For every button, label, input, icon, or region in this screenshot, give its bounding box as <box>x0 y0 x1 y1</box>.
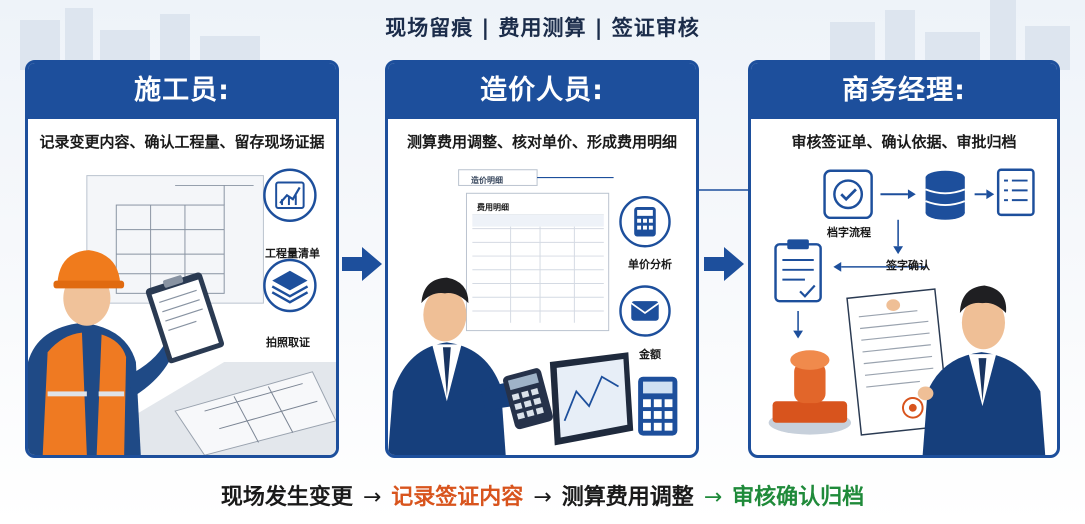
worker-figure <box>28 250 179 455</box>
layers-icon <box>263 258 317 313</box>
flow-arrow: → <box>362 485 382 510</box>
arrow-right-icon <box>342 247 382 281</box>
panel-business-manager: 商务经理: 审核签证单、确认依据、审批归档 <box>748 60 1060 458</box>
label-signature-confirm: 签字确认 <box>886 259 930 272</box>
cost-sheet <box>458 169 614 332</box>
label-amount: 金额 <box>639 348 661 361</box>
arrow-right-icon <box>704 247 744 281</box>
list-document-icon <box>996 168 1035 217</box>
panel-cost-estimator: 造价人员: 测算费用调整、核对单价、形成费用明细 <box>385 60 699 458</box>
label-quantity-list: 工程量清单 <box>265 247 320 260</box>
stamp-icon <box>768 350 852 435</box>
flow-step-4: 审核确认归档 <box>732 485 865 510</box>
calculator-icon <box>638 376 678 436</box>
panel-title: 施工员: <box>28 63 336 119</box>
sheet-title: 费用明细 <box>477 203 509 212</box>
wallet-icon <box>619 285 671 337</box>
panel-title: 商务经理: <box>751 63 1057 119</box>
estimator-figure <box>388 277 526 455</box>
manager-figure <box>886 285 1046 455</box>
panel-description: 记录变更内容、确认工程量、留存现场证据 <box>39 133 325 151</box>
constructor-illustration <box>28 168 336 455</box>
tablet-device <box>549 352 634 446</box>
manager-illustration <box>768 168 1046 455</box>
flow-arrow: → <box>533 485 552 510</box>
calculator-device <box>503 368 553 430</box>
chart-document-icon <box>263 168 317 222</box>
check-circle-icon <box>823 169 873 220</box>
flow-step-1: 现场发生变更 <box>220 485 353 510</box>
label-photo-evidence: 拍照取证 <box>266 336 310 349</box>
panel-title: 造价人员: <box>388 63 696 119</box>
sheet-header: 造价明细 <box>471 176 503 185</box>
clipboard-icon <box>145 272 225 364</box>
panel-constructor: 施工员: 记录变更内容、确认工程量、留存现场证据 <box>25 60 339 458</box>
process-flow: 现场发生变更 → 记录签证内容 → 测算费用调整 → 审核确认归档 <box>0 478 1085 518</box>
flow-step-2: 记录签证内容 <box>391 485 524 510</box>
flow-step-3: 测算费用调整 <box>561 485 694 510</box>
label-signature-flow: 档字流程 <box>827 226 871 239</box>
label-unit-price: 单价分析 <box>628 258 672 271</box>
calculator-circle-icon <box>619 195 671 248</box>
panel-description: 审核签证单、确认依据、审批归档 <box>791 133 1017 151</box>
estimator-illustration <box>388 169 678 455</box>
panel-description: 测算费用调整、核对单价、形成费用明细 <box>406 133 677 151</box>
database-icon <box>925 170 966 220</box>
clipboard-icon <box>774 239 822 303</box>
flow-arrow: → <box>703 485 723 510</box>
page-subtitle: 现场留痕 | 费用测算 | 签证审核 <box>385 16 700 40</box>
